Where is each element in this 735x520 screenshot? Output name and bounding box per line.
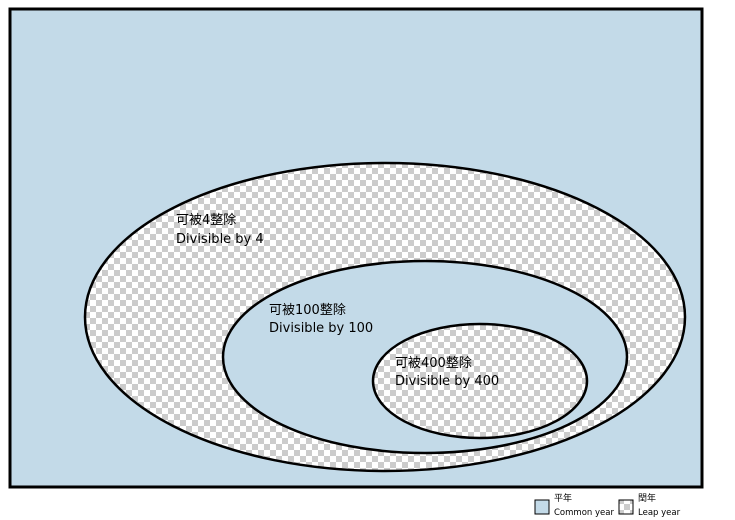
set-4-label-en: Divisible by 4 xyxy=(176,232,264,247)
set-400-label-en: Divisible by 400 xyxy=(395,374,499,389)
set-divisible-by-400 xyxy=(371,322,589,440)
set-400-label-zh: 可被400整除 xyxy=(395,356,472,371)
legend-leap-year-zh: 閏年 xyxy=(638,492,656,504)
set-100-label-en: Divisible by 100 xyxy=(269,321,373,336)
legend-common-year-zh: 平年 xyxy=(554,492,572,504)
legend-swatch-leap-year xyxy=(618,499,634,515)
legend-leap-year-en: Leap year xyxy=(638,508,681,518)
legend: 平年 Common year 閏年 Leap year xyxy=(534,492,681,518)
set-100-label-zh: 可被100整除 xyxy=(269,303,346,318)
legend-common-year-en: Common year xyxy=(554,508,614,518)
set-4-label-zh: 可被4整除 xyxy=(176,213,236,228)
legend-swatch-common-year xyxy=(534,499,550,515)
